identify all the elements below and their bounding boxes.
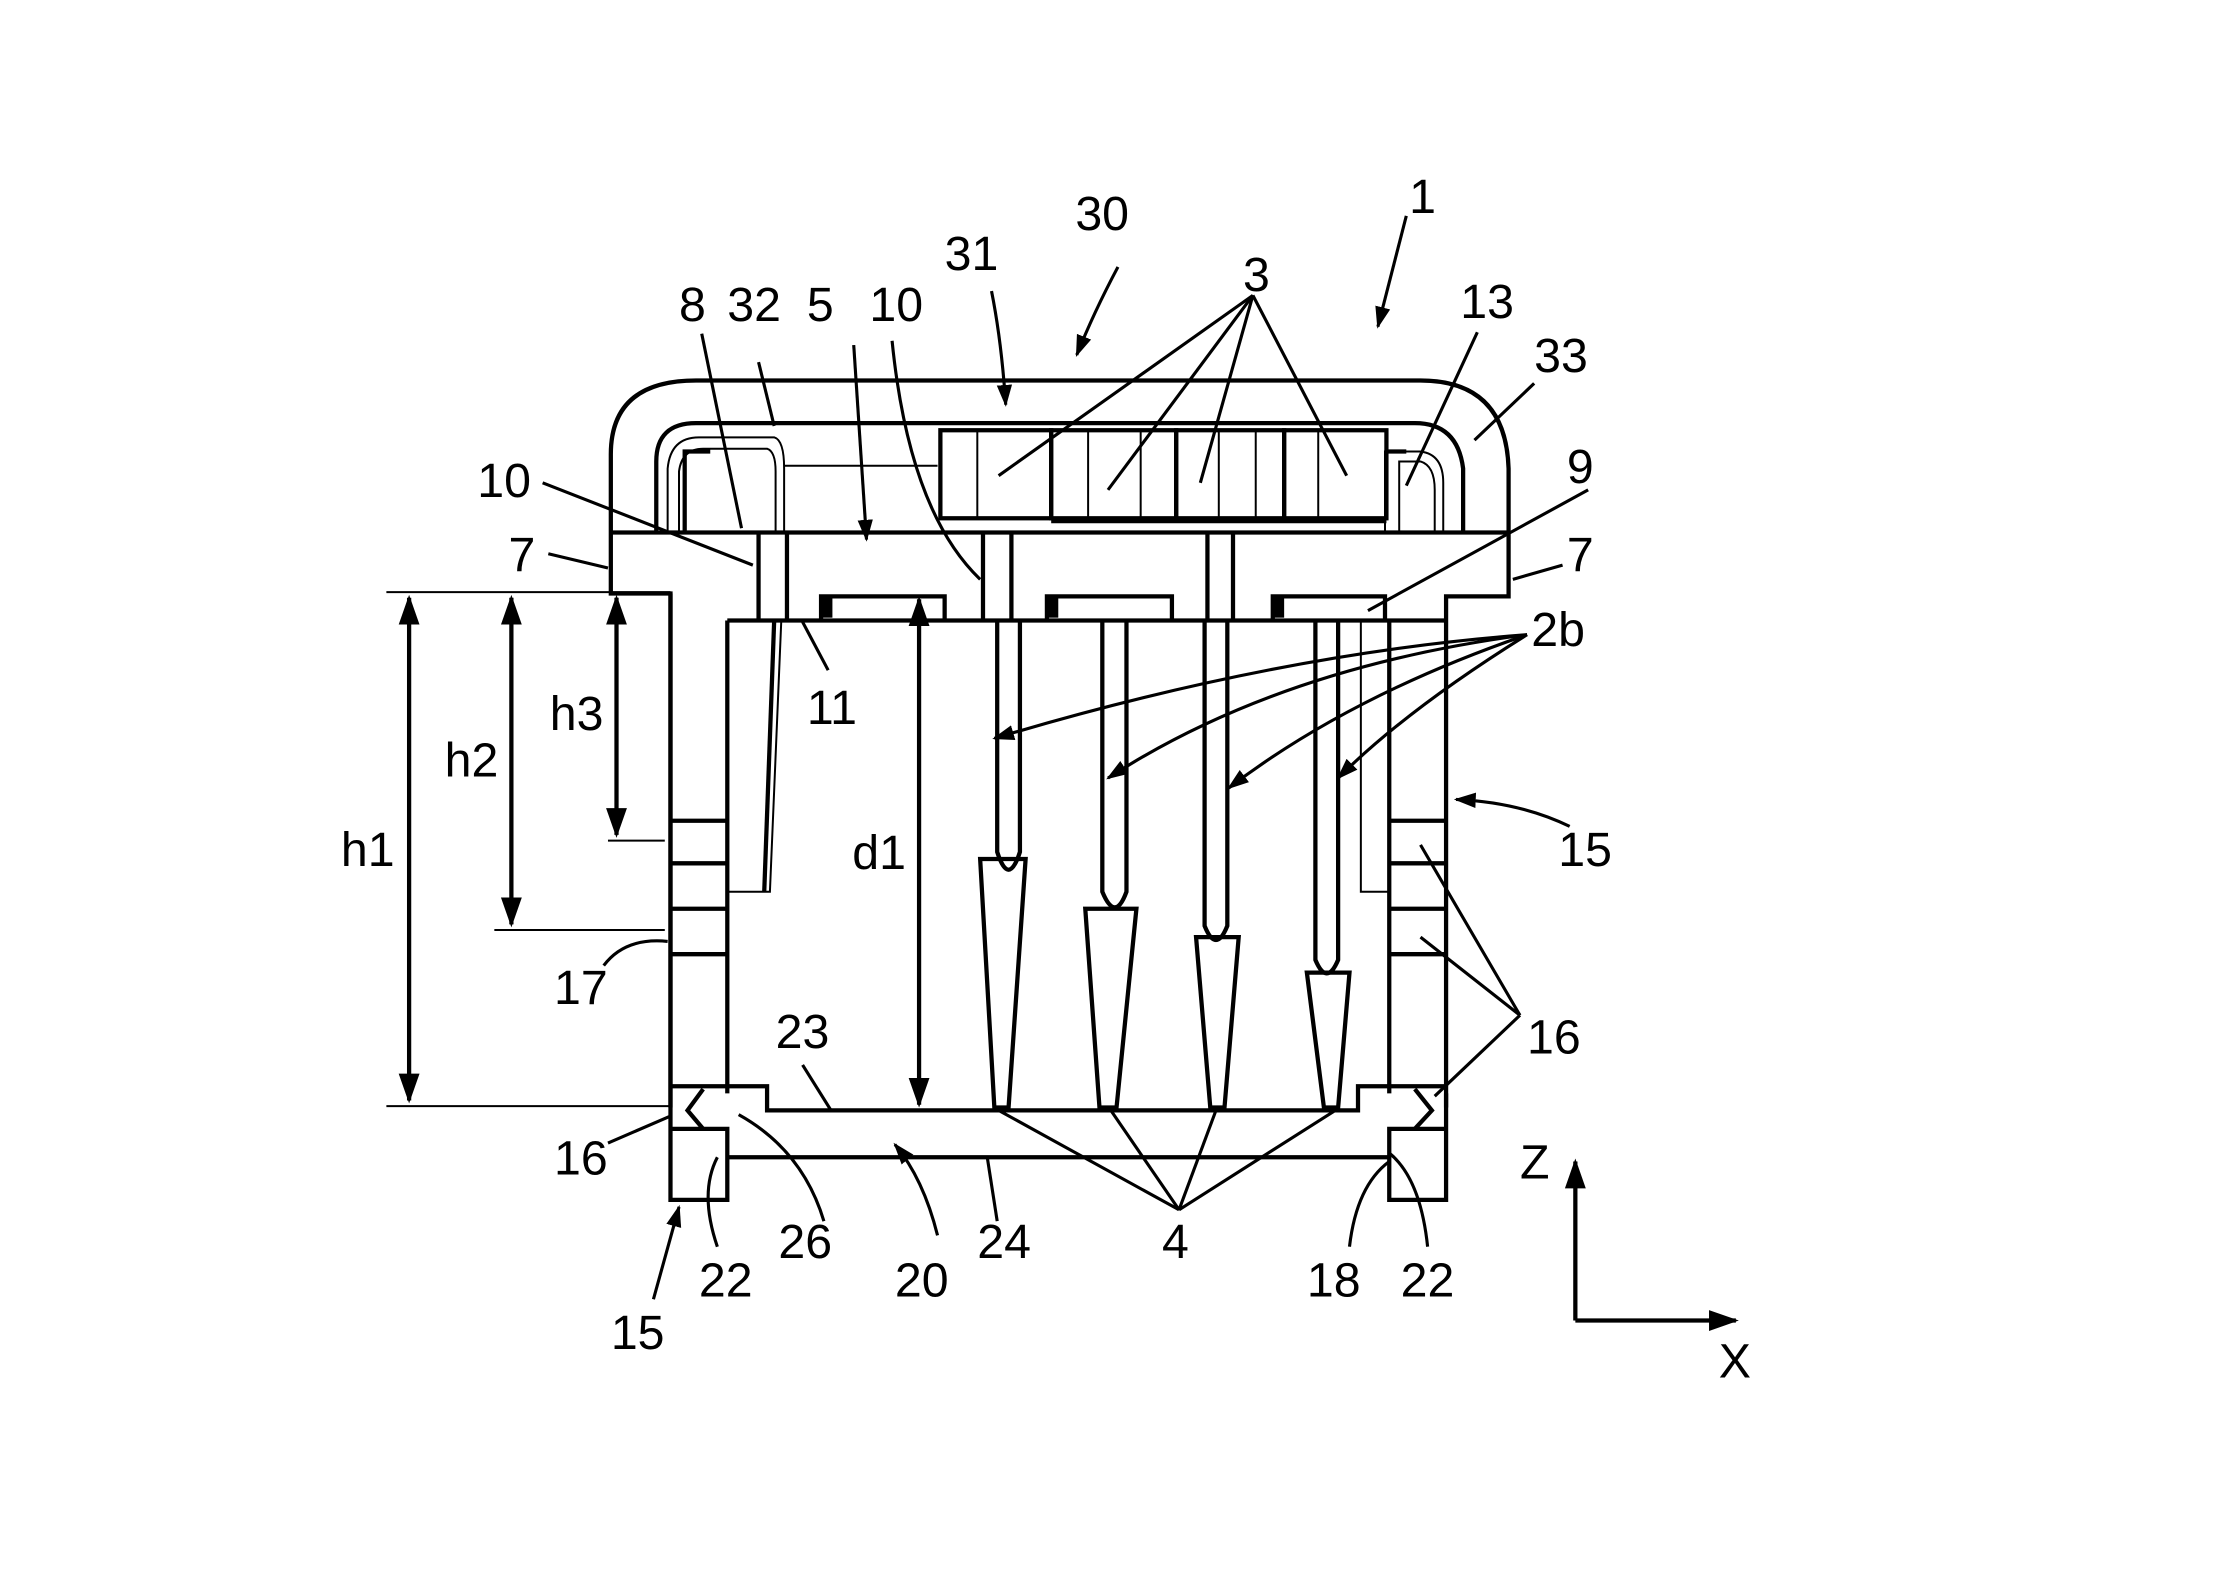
- housing: [668, 532, 1447, 1094]
- label-7-left: 7: [509, 528, 536, 582]
- dimension-lines: [386, 591, 930, 1108]
- label-20: 20: [895, 1253, 949, 1307]
- label-16-right: 16: [1527, 1011, 1581, 1065]
- label-3: 3: [1243, 248, 1270, 302]
- label-22-left: 22: [699, 1253, 753, 1307]
- axis-z-label: Z: [1520, 1136, 1549, 1190]
- label-11: 11: [807, 681, 857, 735]
- axis-x-label: X: [1719, 1334, 1751, 1388]
- label-17: 17: [554, 961, 608, 1015]
- leader-lines: [542, 215, 1589, 1300]
- label-26: 26: [778, 1215, 832, 1269]
- label-5: 5: [807, 278, 834, 332]
- label-15-left: 15: [611, 1306, 665, 1360]
- label-4: 4: [1162, 1215, 1189, 1269]
- label-22-right: 22: [1401, 1253, 1455, 1307]
- cover-inner: [654, 421, 1466, 533]
- label-23: 23: [776, 1005, 830, 1059]
- contact-pins: [977, 620, 1352, 1110]
- dim-h3: h3: [550, 687, 604, 741]
- base-part: [668, 1084, 1449, 1202]
- dimension-labels: h1 h2 h3 d1: [341, 687, 906, 880]
- label-9: 9: [1567, 440, 1594, 494]
- label-8: 8: [679, 278, 706, 332]
- label-33: 33: [1534, 329, 1588, 383]
- label-1: 1: [1409, 170, 1436, 224]
- dim-h1: h1: [341, 823, 395, 877]
- dim-d1: d1: [852, 826, 906, 880]
- coordinate-axes: Z X: [1520, 1136, 1751, 1389]
- label-18: 18: [1307, 1253, 1361, 1307]
- label-32: 32: [727, 278, 781, 332]
- label-2b: 2b: [1531, 603, 1585, 657]
- label-10-top: 10: [869, 278, 923, 332]
- label-10-left: 10: [477, 454, 531, 508]
- dim-h2: h2: [445, 734, 499, 788]
- label-24: 24: [977, 1215, 1031, 1269]
- label-13: 13: [1460, 275, 1514, 329]
- component-blocks: [938, 428, 1389, 524]
- label-15-right: 15: [1558, 823, 1612, 877]
- label-31: 31: [945, 227, 999, 281]
- label-7-right: 7: [1567, 528, 1594, 582]
- label-16-left: 16: [554, 1131, 608, 1185]
- label-30: 30: [1075, 187, 1129, 241]
- reference-labels: 1 30 31 3 13 33 8 32 5 10 10 9 7 7 11 2b…: [477, 170, 1612, 1360]
